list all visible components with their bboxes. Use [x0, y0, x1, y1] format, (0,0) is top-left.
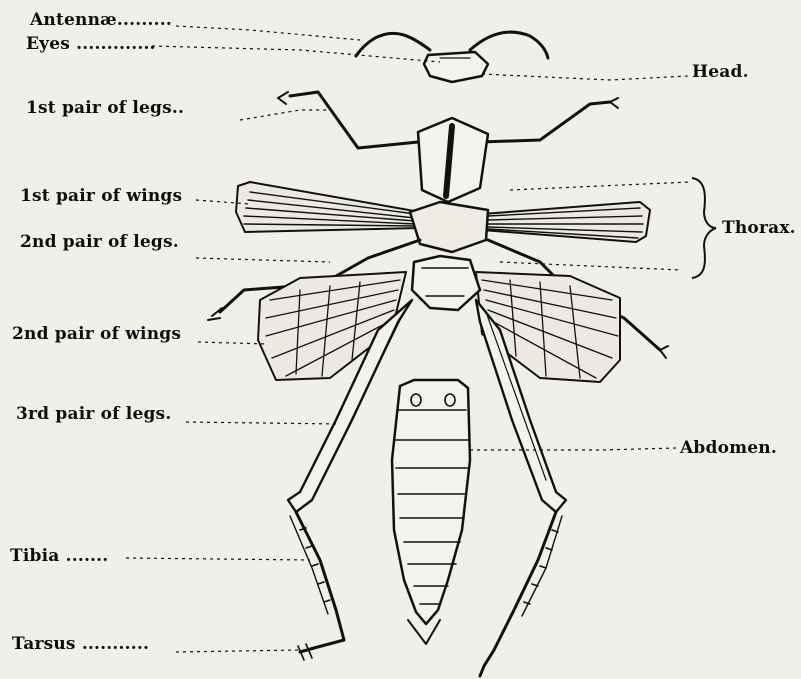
leader-thorax-top — [510, 182, 690, 190]
antenna-left — [356, 33, 430, 56]
label-first-wings: 1st pair of wings — [20, 186, 182, 206]
leader-abdomen — [470, 448, 676, 450]
abdomen — [392, 380, 470, 644]
leader-second-legs — [196, 258, 330, 262]
label-antennae: Antennæ......... — [30, 10, 172, 30]
label-thorax: Thorax. — [722, 218, 796, 238]
leader-tibia — [126, 558, 310, 560]
mesothorax — [410, 202, 488, 252]
antenna-right — [470, 32, 548, 58]
label-first-legs: 1st pair of legs.. — [26, 98, 184, 118]
leader-tarsus — [176, 650, 300, 652]
label-third-legs: 3rd pair of legs. — [16, 404, 171, 424]
label-tibia: Tibia ....... — [10, 546, 108, 566]
leader-third-legs — [186, 422, 340, 424]
label-second-wings: 2nd pair of wings — [12, 324, 181, 344]
label-abdomen: Abdomen. — [680, 438, 777, 458]
thorax-brace — [692, 178, 716, 278]
leader-antennae — [176, 26, 360, 40]
leader-thorax-bottom — [500, 262, 680, 270]
label-tarsus: Tarsus ........... — [12, 634, 149, 654]
metathorax — [412, 256, 480, 310]
leader-head — [482, 74, 688, 80]
first-leg-left — [290, 92, 418, 148]
head — [424, 52, 488, 82]
leader-eyes — [152, 46, 440, 62]
label-eyes: Eyes ............. — [26, 34, 156, 54]
first-leg-right — [480, 102, 610, 142]
label-second-legs: 2nd pair of legs. — [20, 232, 179, 252]
label-head: Head. — [692, 62, 749, 82]
leader-second-wings — [198, 342, 268, 344]
leader-first-legs — [240, 110, 330, 120]
